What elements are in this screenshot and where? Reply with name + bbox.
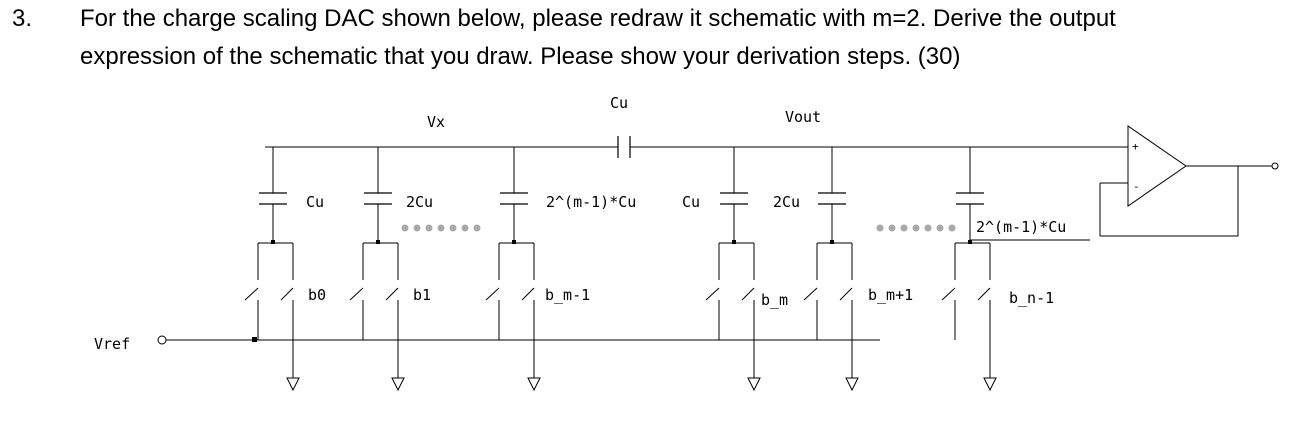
ground-icon [391, 377, 405, 392]
switch-right-blade [280, 287, 294, 301]
junction-dot [968, 240, 972, 244]
switch-right-blade [741, 287, 755, 301]
ground-icon [983, 377, 997, 392]
ground-icon [747, 377, 761, 392]
switch-left-blade [485, 287, 500, 301]
branch-3 [705, 147, 761, 392]
question-number: 3. [12, 5, 33, 32]
ellipsis-dots-left [401, 224, 481, 232]
switch-right-blade [977, 287, 991, 301]
switch-left-blade [244, 287, 259, 301]
bit-label-3: b_m [761, 291, 788, 309]
capacitor-branches [244, 147, 997, 392]
vref-label: Vref [94, 335, 130, 353]
question-line-2: expression of the schematic that you dra… [80, 43, 961, 70]
cap-label-0: Cu [306, 193, 324, 211]
branch-4 [803, 147, 859, 392]
ground-icon [845, 377, 859, 392]
ellipsis-dots-right [876, 224, 956, 232]
vout-label: Vout [785, 108, 821, 126]
branch-5 [941, 147, 997, 392]
branch-2 [485, 147, 541, 392]
vx-label: Vx [427, 113, 445, 131]
cap-label-2: 2^(m-1)*Cu [546, 193, 636, 211]
vref-line [157, 335, 880, 345]
opamp-plus-sign: + [1132, 140, 1139, 153]
cap-label-3: Cu [682, 193, 700, 211]
question-line-1: For the charge scaling DAC shown below, … [80, 5, 1116, 32]
opamp-minus-sign: - [1133, 180, 1140, 193]
coupling-capacitor [617, 136, 631, 158]
ground-icon [286, 377, 300, 392]
opamp-buffer: + - [1099, 125, 1279, 237]
bit-label-2: b_m-1 [545, 286, 590, 304]
junction-dot [271, 240, 275, 244]
cap-label-4: 2Cu [773, 193, 800, 211]
switch-right-blade [521, 287, 535, 301]
bit-label-4: b_m+1 [868, 286, 913, 304]
junction-dot [376, 240, 380, 244]
switch-left-blade [941, 287, 956, 301]
bit-label-5: b_n-1 [1009, 289, 1054, 307]
switch-left-blade [705, 287, 720, 301]
switch-right-blade [839, 287, 853, 301]
junction-dot [512, 240, 516, 244]
junction-dot [732, 240, 736, 244]
junction-dot [830, 240, 834, 244]
switch-left-blade [349, 287, 364, 301]
branch-1 [349, 147, 405, 392]
switch-right-blade [385, 287, 399, 301]
bit-label-1: b1 [413, 286, 431, 304]
cap-label-5: 2^(m-1)*Cu [976, 218, 1066, 236]
branch-0 [244, 147, 300, 392]
bit-label-0: b0 [308, 286, 326, 304]
switch-left-blade [803, 287, 818, 301]
coupling-cap-label: Cu [610, 94, 628, 112]
ground-icon [527, 377, 541, 392]
cap-label-1: 2Cu [406, 193, 433, 211]
